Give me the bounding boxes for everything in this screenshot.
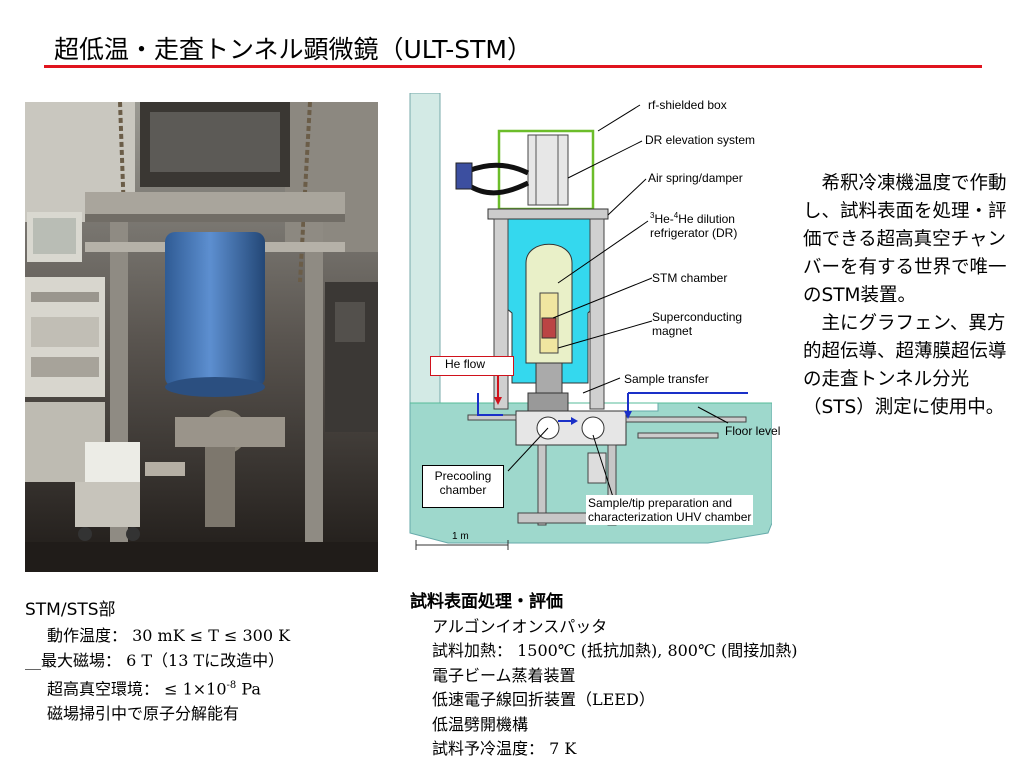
description-paragraph-2: 主にグラフェン、異方的超伝導、超薄膜超伝導の走査トンネル分光（STS）測定に使用…	[803, 313, 1007, 418]
prep-item: アルゴンイオンスパッタ	[432, 616, 608, 636]
label-sample-transfer: Sample transfer	[624, 372, 709, 386]
label-air-spring: Air spring/damper	[648, 171, 743, 185]
label-dilution-refrigerator: 3He-4He dilution refrigerator (DR)	[650, 211, 738, 240]
label-he-flow: He flow	[430, 356, 514, 376]
device-description: 希釈冷凍機温度で作動し、試料表面を処理・評価できる超高真空チャンバーを有する世界…	[803, 170, 1009, 422]
apparatus-photo	[25, 102, 378, 572]
label-rf-shielded-box: rf-shielded box	[648, 98, 727, 112]
label-floor-level: Floor level	[725, 424, 781, 438]
page-title: 超低温・走査トンネル顕微鏡（ULT-STM）	[54, 35, 532, 64]
prep-item: 電子ビーム蒸着装置	[432, 665, 576, 685]
spec-temperature: 動作温度： 30 mK ≤ T ≤ 300 K	[47, 626, 291, 645]
prep-item: 試料加熱： 1500℃ (抵抗加熱), 800℃ (間接加熱)	[432, 641, 798, 660]
specs-heading: STM/STS部	[25, 600, 116, 620]
spec-magnetic-field: __最大磁場： 6 T（13 Tに改造中）	[25, 651, 285, 670]
prep-heading: 試料表面処理・評価	[410, 592, 563, 612]
sample-prep-section: 試料表面処理・評価 アルゴンイオンスパッタ 試料加熱： 1500℃ (抵抗加熱)…	[410, 590, 797, 762]
spec-atomic-resolution: 磁場掃引中で原子分解能有	[47, 704, 240, 724]
label-dr-elevation: DR elevation system	[645, 133, 756, 147]
description-paragraph-1: 希釈冷凍機温度で作動し、試料表面を処理・評価できる超高真空チャンバーを有する世界…	[803, 173, 1007, 306]
prep-item: 低速電子線回折装置（LEED）	[432, 690, 655, 709]
label-stm-chamber: STM chamber	[652, 271, 728, 285]
title-underline	[44, 65, 982, 68]
prep-item: 試料予冷温度： 7 K	[432, 739, 577, 758]
spec-vacuum: 超高真空環境： ≤ 1×10-8 Pa	[47, 679, 261, 699]
scale-bar-label: 1 m	[452, 531, 469, 542]
left-wall	[409, 93, 441, 404]
ult-stm-schematic: rf-shielded box DR elevation system Air …	[408, 93, 780, 571]
stm-sts-specs: STM/STS部 動作温度： 30 mK ≤ T ≤ 300 K __最大磁場：…	[25, 598, 290, 726]
prep-item: 低温劈開機構	[432, 714, 529, 734]
